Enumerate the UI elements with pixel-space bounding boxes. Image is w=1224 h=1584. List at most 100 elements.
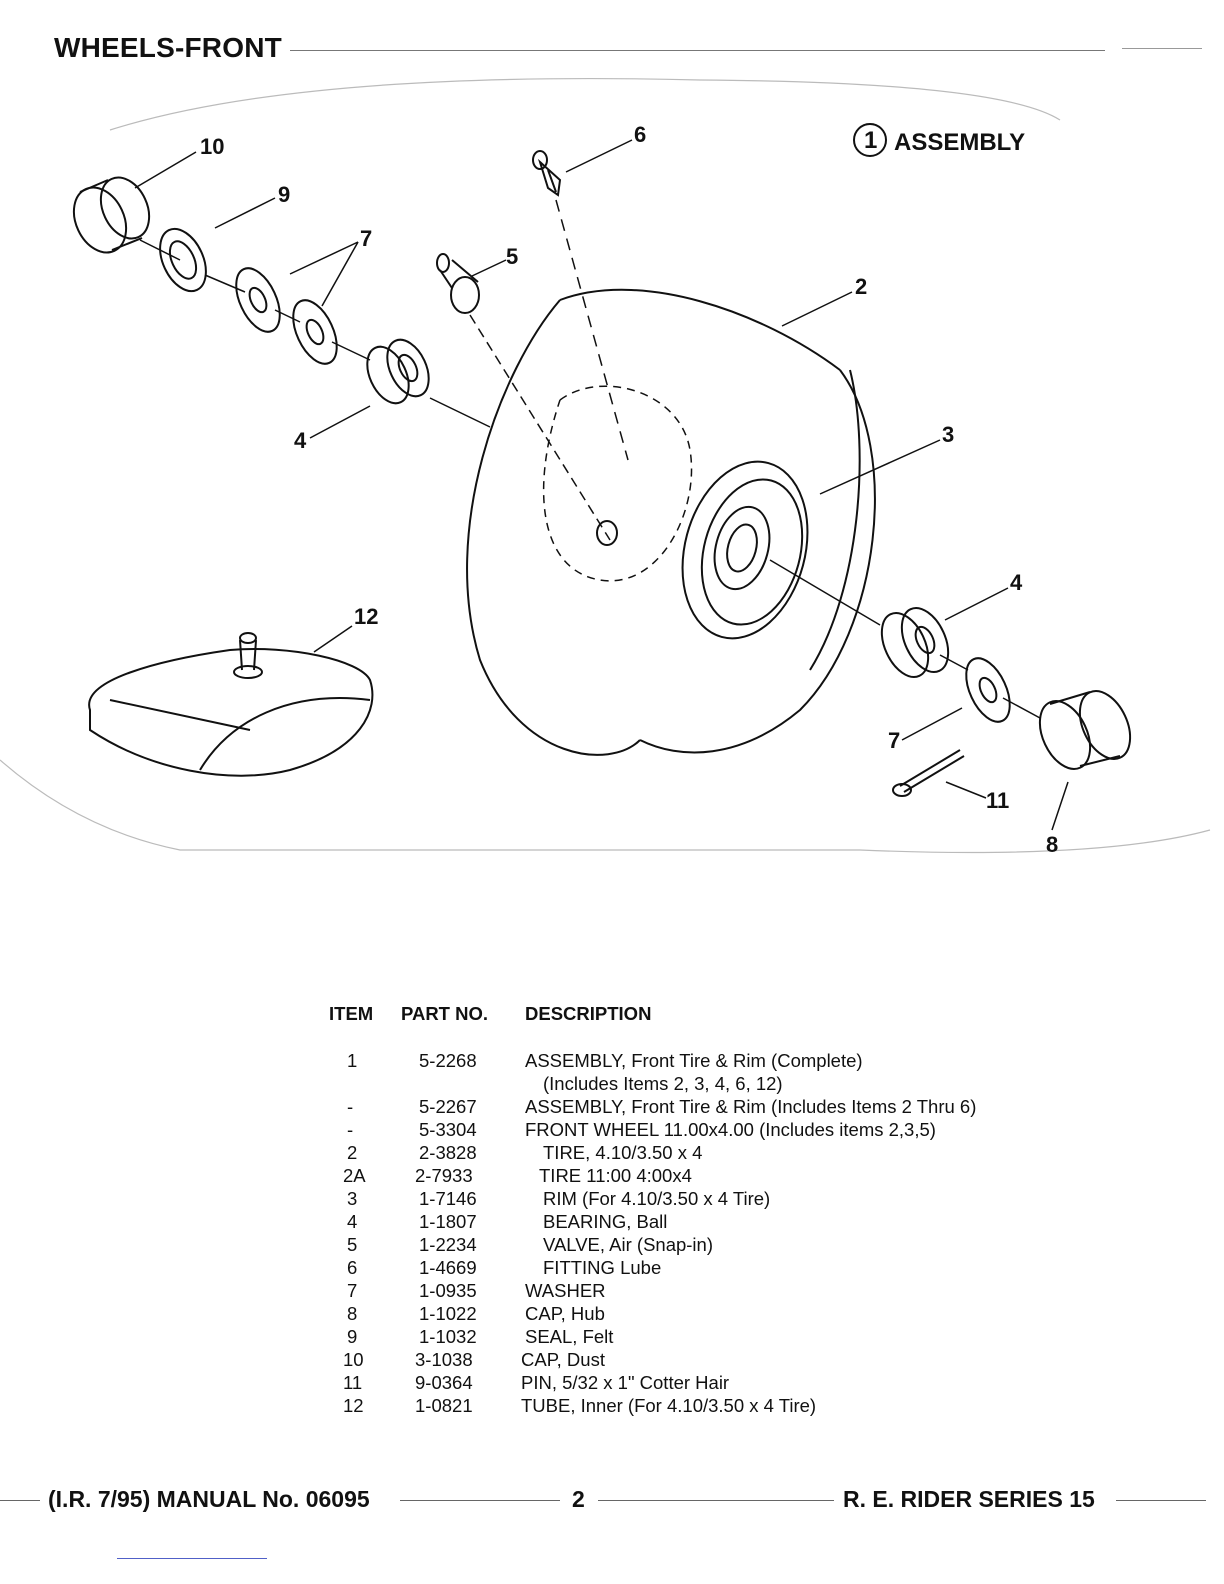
part-description-text: ASSEMBLY, Front Tire & Rim (Complete) <box>525 1050 863 1071</box>
header-description: DESCRIPTION <box>525 1003 652 1024</box>
callout-6: 6 <box>634 122 646 147</box>
air-valve-part <box>436 253 480 314</box>
parts-row: - 5-2267 ASSEMBLY, Front Tire & Rim (Inclu… <box>329 1095 1089 1118</box>
part-description: CAP, Hub <box>525 1302 1089 1325</box>
callout-4-left: 4 <box>294 428 307 453</box>
parts-row: 6 1-4669 FITTING Lube <box>329 1256 1089 1279</box>
part-description: FITTING Lube <box>525 1256 1089 1279</box>
part-description: FRONT WHEEL 11.00x4.00 (Includes items 2… <box>525 1118 1089 1141</box>
part-description: TIRE, 4.10/3.50 x 4 <box>525 1141 1089 1164</box>
callout-8: 8 <box>1046 832 1058 857</box>
footer-series: R. E. RIDER SERIES 15 <box>843 1486 1095 1512</box>
footer-page-number: 2 <box>572 1486 585 1512</box>
part-description: SEAL, Felt <box>525 1325 1089 1348</box>
part-description: ASSEMBLY, Front Tire & Rim (Includes Ite… <box>525 1095 1089 1118</box>
part-number: 2-7933 <box>415 1165 473 1186</box>
footer-manual-number: (I.R. 7/95) MANUAL No. 06095 <box>48 1486 370 1512</box>
dust-cap-part <box>72 176 151 254</box>
page-footer: (I.R. 7/95) MANUAL No. 06095 2 R. E. RID… <box>0 1478 1224 1518</box>
diagram-border-curve <box>109 77 1061 131</box>
part-description-text: FITTING Lube <box>543 1257 662 1278</box>
part-item-number: 6 <box>347 1257 358 1278</box>
part-description-text: VALVE, Air (Snap-in) <box>543 1234 713 1255</box>
header-part-no: PART NO. <box>401 1003 489 1024</box>
part-number: 1-4669 <box>419 1257 477 1278</box>
part-number: 5-2268 <box>419 1050 477 1071</box>
diagram-border-curve-bottom <box>0 759 1211 854</box>
bearing-part-left <box>366 338 430 405</box>
bottom-mark-line <box>117 1558 267 1559</box>
part-description-text: FRONT WHEEL 11.00x4.00 (Includes items 2… <box>525 1119 936 1140</box>
title-rule-right <box>1122 48 1202 49</box>
part-description-text: SEAL, Felt <box>525 1326 614 1347</box>
washer-part-right <box>965 657 1011 723</box>
part-item-number: 5 <box>347 1234 358 1255</box>
part-item-number: 2 <box>347 1142 358 1163</box>
part-description: TUBE, Inner (For 4.10/3.50 x 4 Tire) <box>521 1394 1089 1417</box>
rim-part <box>681 460 809 640</box>
part-description-text: RIM (For 4.10/3.50 x 4 Tire) <box>543 1188 771 1209</box>
part-item-number: 8 <box>347 1303 358 1324</box>
part-item-number: 10 <box>343 1349 364 1370</box>
part-description-text: CAP, Dust <box>521 1349 605 1370</box>
footer-rule <box>0 1500 40 1501</box>
part-number: 9-0364 <box>415 1372 473 1393</box>
parts-row: - 5-3304 FRONT WHEEL 11.00x4.00 (Includes … <box>329 1118 1089 1141</box>
callout-5: 5 <box>506 244 518 269</box>
header-item: ITEM <box>329 1003 374 1024</box>
part-number: 5-3304 <box>419 1119 477 1140</box>
axis-line-right <box>769 559 1041 719</box>
part-item-number: - <box>347 1096 354 1117</box>
felt-seal-part <box>159 227 207 293</box>
assembly-text: ASSEMBLY <box>894 129 1025 156</box>
part-description: VALVE, Air (Snap-in) <box>525 1233 1089 1256</box>
part-number: 5-2267 <box>419 1096 477 1117</box>
exploded-parts-diagram: 1 ASSEMBLY <box>0 70 1224 900</box>
part-number: 1-1032 <box>419 1326 477 1347</box>
assembly-number: 1 <box>864 127 877 154</box>
part-description: ASSEMBLY, Front Tire & Rim (Complete)(In… <box>525 1049 1089 1095</box>
part-number: 1-7146 <box>419 1188 477 1209</box>
part-description-text: TUBE, Inner (For 4.10/3.50 x 4 Tire) <box>521 1395 817 1416</box>
part-description: PIN, 5/32 x 1" Cotter Hair <box>521 1371 1089 1394</box>
part-item-number: 4 <box>347 1211 358 1232</box>
part-description-text: TIRE 11:00 4:00x4 <box>539 1165 692 1186</box>
part-description-text: BEARING, Ball <box>543 1211 668 1232</box>
part-number: 1-0821 <box>415 1395 473 1416</box>
lube-fitting-part <box>532 150 562 197</box>
washer-part-a <box>235 267 281 333</box>
part-item-number: 1 <box>347 1050 358 1071</box>
assembly-label: 1 ASSEMBLY <box>853 123 1025 157</box>
part-item-number: 9 <box>347 1326 358 1347</box>
callout-3: 3 <box>942 422 954 447</box>
callout-10: 10 <box>200 134 224 159</box>
part-description: TIRE 11:00 4:00x4 <box>521 1164 1089 1187</box>
part-description-note: (Includes Items 2, 3, 4, 6, 12) <box>543 1073 783 1094</box>
callout-12: 12 <box>354 604 378 629</box>
parts-header: ITEM PART NO. DESCRIPTION <box>329 1002 1089 1025</box>
parts-row: 2 2-3828 TIRE, 4.10/3.50 x 4 <box>329 1141 1089 1164</box>
part-item-number: - <box>347 1119 354 1140</box>
parts-row: 1 5-2268 ASSEMBLY, Front Tire & Rim (Compl… <box>329 1049 1089 1095</box>
bearing-part-right <box>880 607 950 678</box>
part-number: 2-3828 <box>419 1142 477 1163</box>
part-number: 1-2234 <box>419 1234 477 1255</box>
part-item-number: 7 <box>347 1280 358 1301</box>
assembly-circle <box>853 123 887 157</box>
parts-row: 5 1-2234 VALVE, Air (Snap-in) <box>329 1233 1089 1256</box>
part-description-text: TIRE, 4.10/3.50 x 4 <box>543 1142 703 1163</box>
footer-rule <box>598 1500 834 1501</box>
part-item-number: 11 <box>343 1372 363 1393</box>
part-description: WASHER <box>525 1279 1089 1302</box>
part-description: RIM (For 4.10/3.50 x 4 Tire) <box>525 1187 1089 1210</box>
part-description-text: PIN, 5/32 x 1" Cotter Hair <box>521 1372 730 1393</box>
part-description-text: CAP, Hub <box>525 1303 605 1324</box>
callout-7-left: 7 <box>360 226 372 251</box>
part-description: CAP, Dust <box>521 1348 1089 1371</box>
inner-tube-part <box>88 632 374 777</box>
